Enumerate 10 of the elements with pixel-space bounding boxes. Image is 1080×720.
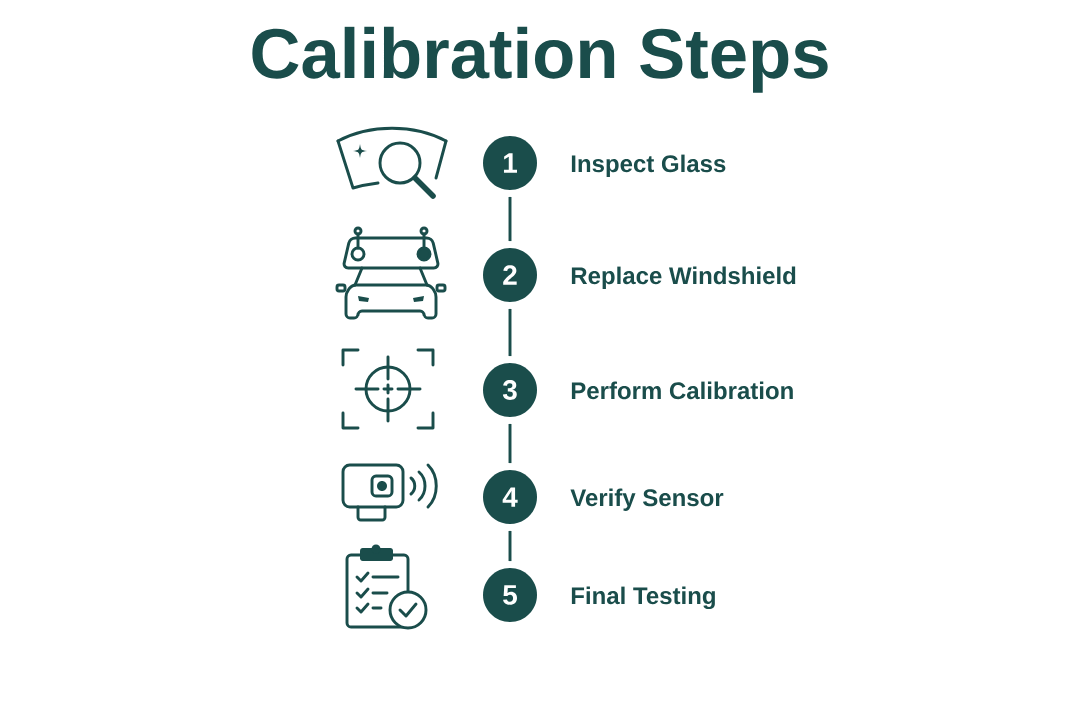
step-label: Final Testing — [571, 586, 715, 610]
connector-line — [508, 308, 512, 357]
title: Calibration Steps — [252, 26, 828, 93]
step-label: Replace Windshield — [571, 266, 796, 289]
connector-line — [508, 530, 512, 562]
connector-line — [508, 423, 512, 464]
step-label: Inspect Glass — [571, 154, 726, 177]
connector-line — [508, 196, 512, 242]
step-label: Perform Calibration — [571, 381, 793, 400]
step-label: Verify Sensor — [570, 488, 724, 511]
